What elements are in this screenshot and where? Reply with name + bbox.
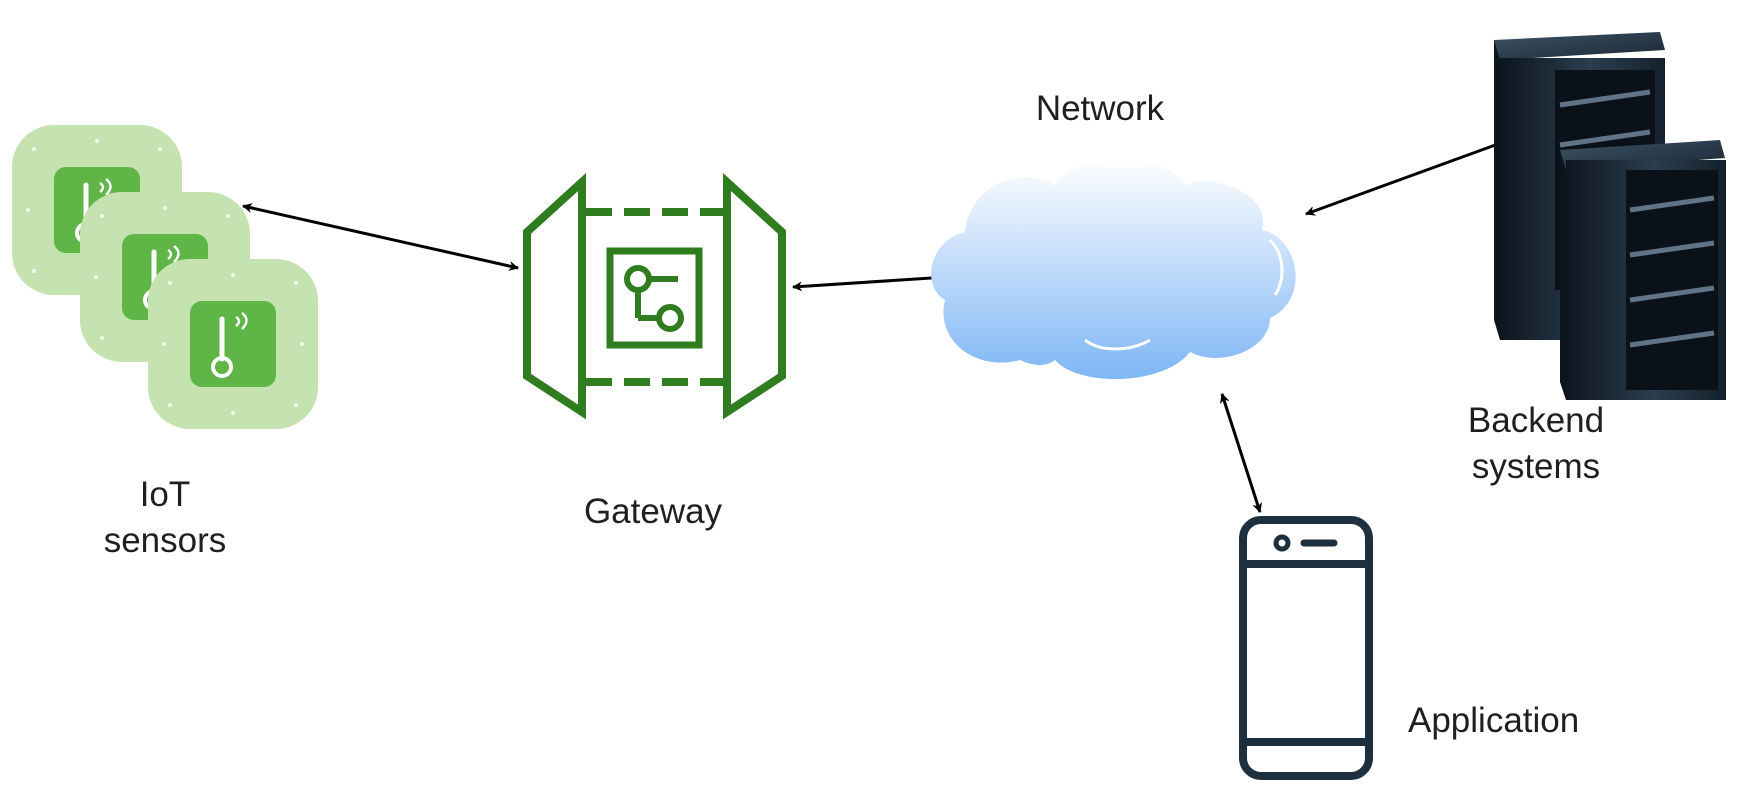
iot-sensors-label: IoT sensors xyxy=(80,472,250,564)
edge-sensors-gateway xyxy=(242,203,519,271)
thermometer-sensor-icon xyxy=(148,259,318,429)
backend-label-line-1: Backend xyxy=(1467,401,1605,440)
server-rack-icon xyxy=(1494,32,1726,400)
backend-label-line-2: systems xyxy=(1471,447,1601,486)
backend-label: Backend systems xyxy=(1446,398,1626,490)
application-label: Application xyxy=(1408,698,1579,744)
network-label-text: Network xyxy=(1035,89,1165,128)
edge-network-backend xyxy=(1305,138,1510,216)
iot-sensors-node xyxy=(12,125,318,429)
gateway-icon xyxy=(523,172,786,420)
edge-network-application xyxy=(1219,393,1263,513)
application-label-text: Application xyxy=(1408,701,1580,740)
network-label: Network xyxy=(1000,86,1200,132)
gateway-label: Gateway xyxy=(553,489,753,535)
iot-sensors-label-line-1: IoT xyxy=(139,475,191,514)
gateway-label-text: Gateway xyxy=(583,492,723,531)
mobile-phone-icon xyxy=(1239,516,1373,780)
cloud-icon xyxy=(931,157,1296,380)
iot-sensors-label-line-2: sensors xyxy=(103,521,227,560)
